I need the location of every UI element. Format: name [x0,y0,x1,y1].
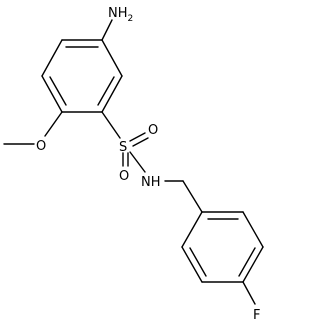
sulfonyl-oxygen-upper-label: O [148,123,158,138]
sulfur-label: S [119,140,127,155]
bond-amine [101,19,113,41]
bond-s-n [129,151,146,173]
bond-ring-sulfur [101,111,121,139]
bond-s-o-upper-b [132,137,149,147]
chemical-structure: NH2 O S O O NH F [3,6,264,323]
bond-ch2-ring [182,180,203,213]
sulfonamide-nitrogen-label: NH [141,175,161,190]
sulfonyl-oxygen-lower-label: O [119,169,129,184]
methoxy-oxygen-label: O [36,139,46,154]
amine-label: NH2 [108,6,133,24]
fluorine-label: F [253,308,260,323]
bond-ring-methoxy [44,111,63,137]
benzene-ring-upper [41,39,123,113]
benzene-ring-lower [181,211,264,283]
bond-s-o-upper-a [129,132,146,142]
bond-ring-fluorine [242,281,256,305]
